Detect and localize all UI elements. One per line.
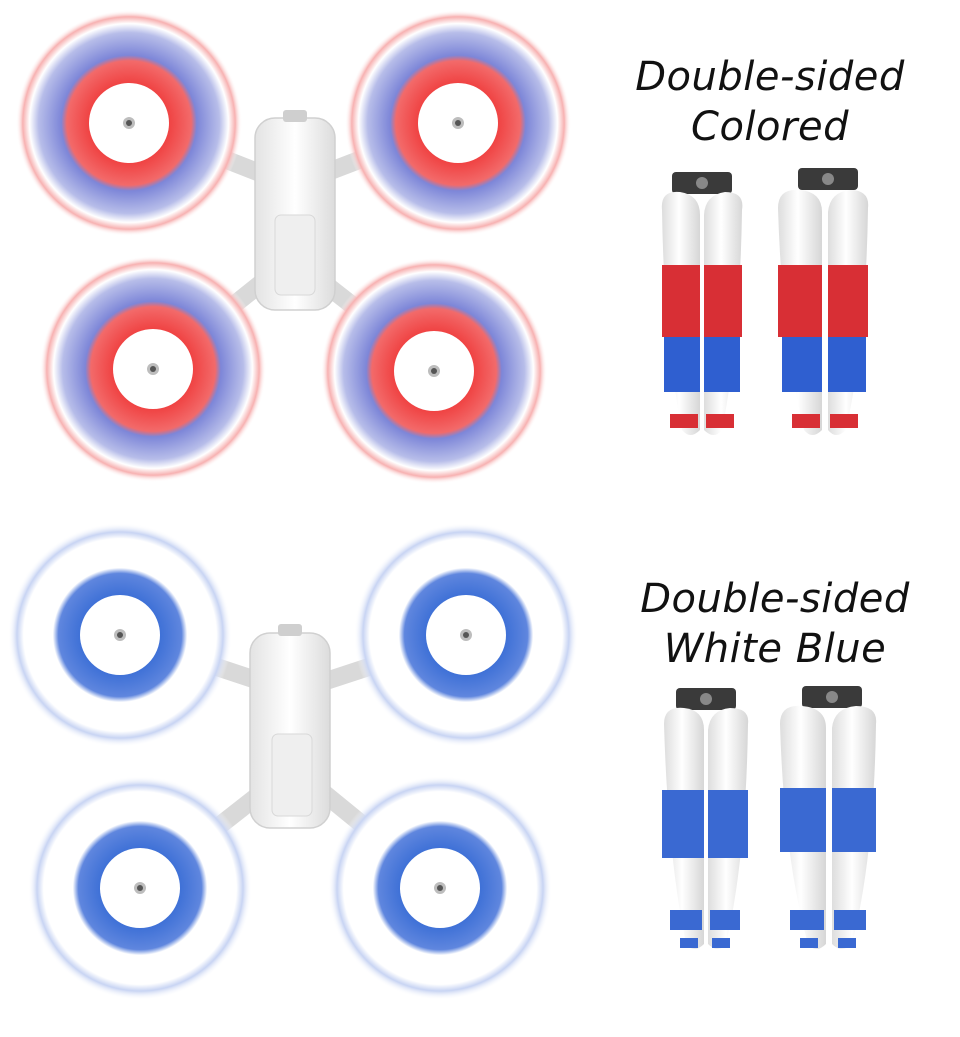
rotor-rear-right [321,258,547,484]
propeller-colored-right [778,168,869,435]
caption-colored: Double-sided Colored [600,52,940,152]
rotor-front-right [345,10,571,236]
white-blue-variant-panel: Double-sided White Blue [0,518,960,1037]
rotor-front-left [16,10,242,236]
colored-variant-panel: Double-sided Colored [0,0,960,518]
rotor-front-right [354,523,578,747]
drone-colored-illustration [16,10,869,484]
caption-white-blue: Double-sided White Blue [605,574,945,674]
drone-body [249,624,331,829]
propeller-white-blue-left [662,688,749,949]
rotor-front-left [8,523,232,747]
propeller-white-blue-right [780,686,877,949]
drone-body [254,110,336,311]
caption-white-blue-line2: White Blue [663,626,887,672]
propeller-colored-left [661,172,743,435]
caption-colored-line1: Double-sided [635,54,905,100]
caption-colored-line2: Colored [691,104,849,150]
rotor-rear-left [40,256,266,482]
caption-white-blue-line1: Double-sided [640,576,910,622]
rotor-rear-right [328,776,552,1000]
rotor-rear-left [28,776,252,1000]
drone-white-blue-illustration [8,523,877,1000]
